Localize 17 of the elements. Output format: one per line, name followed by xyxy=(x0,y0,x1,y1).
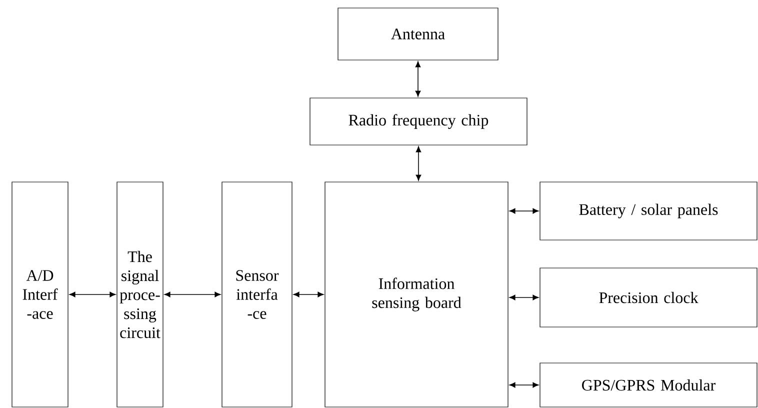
arrow xyxy=(164,292,221,298)
arrow xyxy=(509,382,539,388)
module-box: GPS/GPRS Modular xyxy=(540,362,758,408)
arrow xyxy=(293,292,324,298)
arrow xyxy=(509,294,539,300)
power-box: Battery / solar panels xyxy=(540,182,758,240)
interface-box: Sensor interfa -ce xyxy=(222,182,292,408)
board-box: Information sensing board xyxy=(324,182,508,408)
circuit-box: The signal proce- ssing circuit xyxy=(116,182,164,408)
clock-box: Precision clock xyxy=(540,268,758,328)
arrow xyxy=(415,61,421,97)
arrow xyxy=(416,146,422,181)
antenna-box: Antenna xyxy=(338,8,498,60)
arrow xyxy=(509,208,539,214)
arrow xyxy=(69,292,116,298)
interface-box: A/D Interf -ace xyxy=(12,182,68,408)
chip-box: Radio frequency chip xyxy=(310,98,528,146)
